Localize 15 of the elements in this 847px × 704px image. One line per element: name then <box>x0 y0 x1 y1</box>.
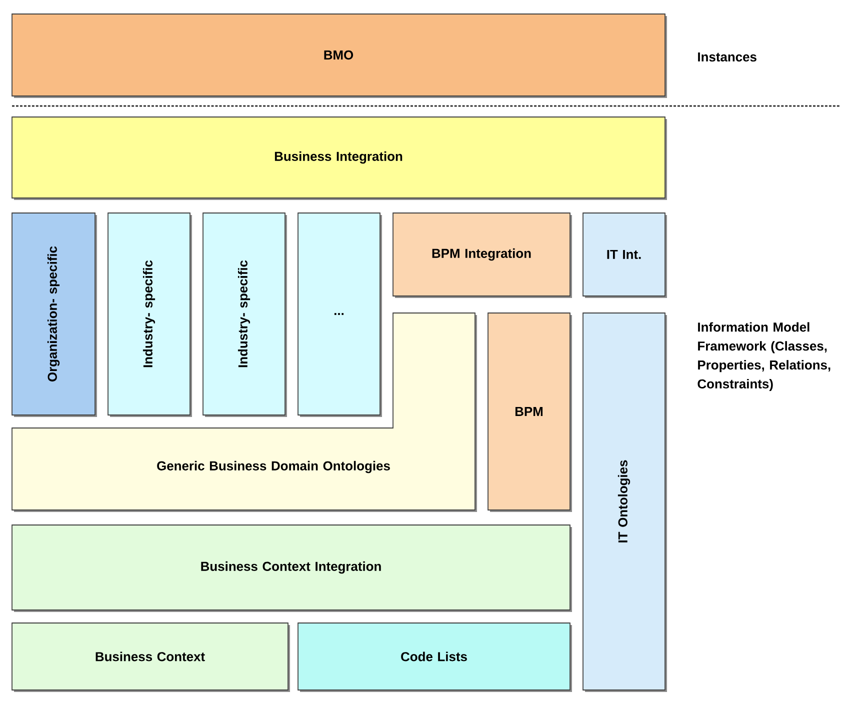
layer-box: IT Int. <box>582 212 667 298</box>
layer-box: IT Ontologies <box>582 312 667 692</box>
side-label: Information Model Framework (Classes, Properties, Relations, Constraints) <box>698 322 830 392</box>
layer-box: Code Lists <box>298 622 572 692</box>
layer-box: BMO <box>12 14 667 98</box>
layer-box: Business Context Integration <box>12 524 572 612</box>
side-label: Instances <box>698 52 756 62</box>
layer-box: BPM <box>488 312 572 512</box>
layer-box: Business Integration <box>12 116 667 200</box>
layer-box: BPM Integration <box>392 212 572 298</box>
layer-box: ... <box>298 212 382 417</box>
layer-box: Industry- specific <box>108 212 192 417</box>
layer-box: Industry- specific <box>202 212 287 417</box>
layer-box: Organization- specific <box>12 212 97 417</box>
layer-box: Business Context <box>12 622 290 692</box>
